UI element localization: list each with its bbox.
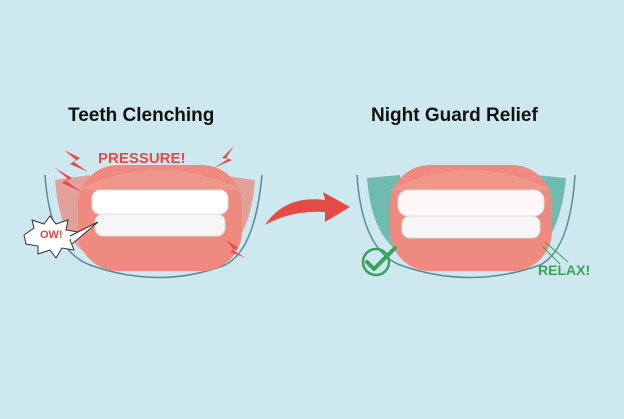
upper-teeth	[91, 189, 229, 215]
left-panel-title: Teeth Clenching	[68, 105, 215, 126]
lightning-icon	[55, 146, 246, 258]
lower-teeth	[94, 213, 226, 237]
lower-teeth-right	[401, 215, 541, 239]
night-guard-upper	[397, 189, 545, 217]
arrow-right-icon	[265, 192, 350, 225]
relax-label: RELAX!	[538, 262, 591, 278]
pain-label: OW!	[40, 229, 63, 241]
right-panel-title: Night Guard Relief	[371, 105, 538, 126]
left-panel-jaw	[44, 165, 263, 279]
speech-burst-icon	[23, 215, 99, 259]
pressure-label: PRESSURE!	[98, 150, 186, 167]
right-panel-jaw	[356, 165, 576, 279]
checkmark-icon	[361, 246, 397, 277]
